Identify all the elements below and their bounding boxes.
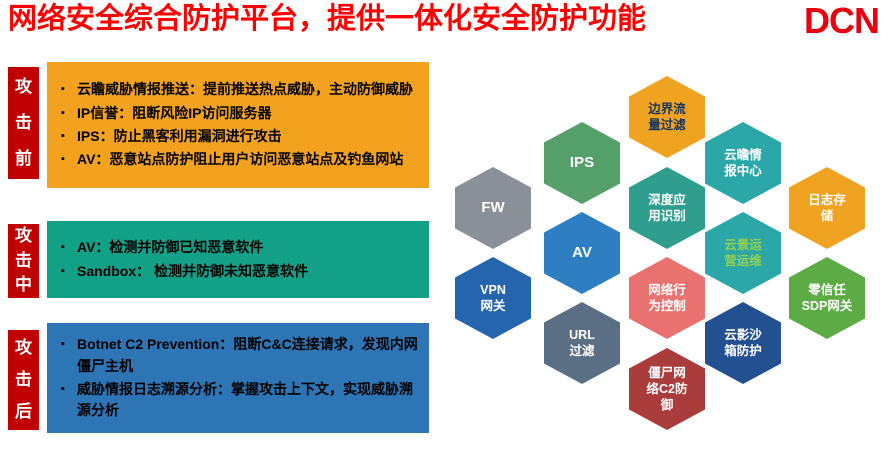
- hex-label: 零信任 SDP网关: [801, 282, 853, 313]
- list-item: ▪ Botnet C2 Prevention：阻断C&C连接请求，发现内网僵尸主…: [61, 334, 419, 377]
- bullet-desc: ：阻断C&C连接请求，发现内网僵尸主机: [77, 336, 418, 374]
- list-item: ▪ 云瞻威胁情报推送：提前推送热点威胁，主动防御威胁: [61, 79, 419, 100]
- hex-zero-trust-sdp-gateway: 零信任 SDP网关: [789, 257, 865, 339]
- hex-cloud-shadow-sandbox: 云影沙 箱防护: [705, 302, 781, 384]
- hex-url-filter: URL 过滤: [544, 302, 620, 384]
- bullet-desc: ：防止黑客利用漏洞进行攻击: [99, 128, 282, 144]
- bullet-term: IP信誉: [77, 104, 119, 121]
- bullet-term: 威胁情报日志溯源分析: [77, 381, 217, 397]
- phase-tab-label: 攻击前: [15, 77, 32, 168]
- hex-deep-app-identification: 深度应 用识别: [629, 167, 705, 249]
- phase-tab-label: 攻击中: [15, 226, 32, 295]
- list-item: ▪ AV：检测并防御已知恶意软件: [61, 237, 419, 258]
- bullet-marker: ▪: [61, 106, 65, 119]
- phase-tab-after-attack: 攻击后: [8, 330, 39, 430]
- hex-cloud-intel-center: 云瞻情 报中心: [705, 122, 781, 204]
- hex-label: AV: [572, 244, 592, 262]
- bullet-desc: ：恶意站点防护阻止用户访问恶意站点及钓鱼网站: [95, 151, 404, 168]
- hex-label: 日志存 储: [808, 192, 846, 223]
- dcn-logo: DCN: [804, 0, 880, 41]
- hex-fw: FW: [455, 167, 531, 249]
- phase-tab-before-attack: 攻击前: [8, 67, 39, 179]
- bullet-desc: ： 检测并防御未知恶意软件: [136, 262, 309, 279]
- hex-label: FW: [481, 199, 505, 217]
- phase-panel-before-attack: ▪ 云瞻威胁情报推送：提前推送热点威胁，主动防御威胁 ▪ IP信誉：阻断风险IP…: [47, 62, 429, 188]
- phase-panel-during-attack: ▪ AV：检测并防御已知恶意软件 ▪ Sandbox： 检测并防御未知恶意软件: [47, 221, 429, 298]
- bullet-marker: ▪: [61, 383, 65, 395]
- bullet-desc: ：掌握攻击上下文，实现威胁溯源分析: [77, 381, 413, 419]
- hex-boundary-traffic-filter: 边界流 量过滤: [629, 76, 705, 158]
- hex-label: 云瞻情 报中心: [724, 147, 762, 178]
- list-item: ▪ IP信誉：阻断风险IP访问服务器: [61, 103, 419, 124]
- hex-cloud-ops: 云景运 营运维: [705, 212, 781, 294]
- hex-ips: IPS: [544, 122, 620, 204]
- phase-tab-label: 攻击后: [15, 337, 32, 422]
- bullet-term: Sandbox: [77, 262, 137, 279]
- hex-network-behavior-control: 网络行 为控制: [629, 257, 705, 339]
- hex-vpn-gateway: VPN 网关: [455, 257, 531, 339]
- bullet-marker: ▪: [61, 241, 65, 254]
- hex-label: 僵尸网 络C2防 御: [646, 365, 688, 413]
- hex-botnet-c2-defense: 僵尸网 络C2防 御: [629, 348, 705, 430]
- page-title: 网络安全综合防护平台，提供一体化安全防护功能: [8, 3, 647, 35]
- hex-label: VPN 网关: [480, 282, 506, 313]
- hex-label: 边界流 量过滤: [648, 101, 686, 132]
- hex-log-storage: 日志存 储: [789, 167, 865, 249]
- hex-label: 云影沙 箱防护: [724, 327, 762, 358]
- bullet-desc: ：提前推送热点威胁，主动防御威胁: [189, 81, 413, 98]
- phase-tab-during-attack: 攻击中: [8, 224, 39, 298]
- bullet-term: AV: [77, 151, 96, 168]
- hex-label: URL 过滤: [569, 327, 595, 358]
- list-item: ▪ IPS：防止黑客利用漏洞进行攻击: [61, 126, 419, 147]
- bullet-marker: ▪: [61, 83, 65, 96]
- bullet-marker: ▪: [61, 153, 65, 166]
- bullet-desc: ：阻断风险IP访问服务器: [118, 104, 272, 121]
- bullet-term: AV: [77, 239, 96, 256]
- list-item: ▪ Sandbox： 检测并防御未知恶意软件: [61, 261, 419, 282]
- bullet-term: 云瞻威胁情报推送: [77, 81, 189, 98]
- bullet-marker: ▪: [61, 264, 65, 277]
- list-item: ▪ 威胁情报日志溯源分析：掌握攻击上下文，实现威胁溯源分析: [61, 379, 419, 422]
- hex-label: IPS: [569, 154, 595, 172]
- bullet-desc: ：检测并防御已知恶意软件: [95, 239, 264, 256]
- bullet-marker: ▪: [61, 338, 65, 351]
- hex-label: 网络行 为控制: [648, 282, 686, 313]
- list-item: ▪ AV：恶意站点防护阻止用户访问恶意站点及钓鱼网站: [61, 149, 419, 170]
- hex-av: AV: [544, 212, 620, 294]
- bullet-term: IPS: [77, 128, 100, 144]
- phase-panel-after-attack: ▪ Botnet C2 Prevention：阻断C&C连接请求，发现内网僵尸主…: [47, 323, 429, 433]
- bullet-marker: ▪: [61, 130, 65, 142]
- hex-label: 云景运 营运维: [724, 237, 762, 268]
- hex-label: 深度应 用识别: [648, 192, 686, 223]
- bullet-term: Botnet C2 Prevention: [77, 336, 220, 353]
